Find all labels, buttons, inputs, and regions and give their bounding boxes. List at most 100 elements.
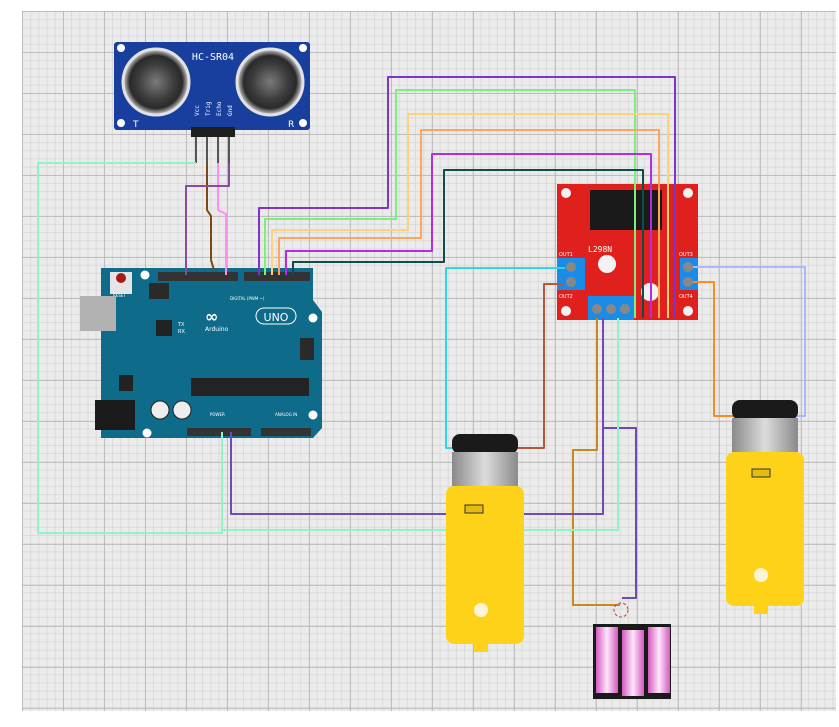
- mount-hole: [683, 188, 693, 198]
- capacitor: [172, 400, 192, 420]
- motor-shaft-icon: [754, 568, 768, 582]
- power-jack: [95, 400, 135, 430]
- motor-shaft-icon: [474, 603, 488, 617]
- motor-right[interactable]: [726, 400, 804, 614]
- icsp-header: [149, 283, 169, 299]
- power-header: [187, 428, 251, 436]
- out3-label: OUT3: [679, 252, 693, 258]
- screw-icon: [566, 262, 576, 272]
- digital-header-lower: [244, 272, 310, 281]
- screw-icon: [566, 277, 576, 287]
- wire-lavender-motor[interactable]: [693, 266, 806, 417]
- mount-hole: [140, 270, 150, 280]
- reset-label: RESET: [113, 293, 126, 298]
- mount-hole: [142, 428, 152, 438]
- wire-orange[interactable]: [278, 129, 660, 318]
- icsp2-header: [300, 338, 314, 360]
- screw-icon: [606, 304, 616, 314]
- digital-label: DIGITAL (PWM ~): [230, 296, 265, 301]
- transmitter-icon: [121, 47, 191, 117]
- wire-echo[interactable]: [217, 163, 227, 275]
- usb-chip: [156, 320, 172, 336]
- mount-hole: [117, 119, 125, 127]
- atmega-chip: [191, 378, 309, 396]
- wire-green[interactable]: [264, 89, 636, 318]
- battery-connector: [613, 602, 629, 618]
- battery-pack[interactable]: [593, 602, 671, 699]
- reset-button-cap: [116, 273, 126, 283]
- motor-gearbox: [446, 486, 524, 644]
- out1-label: OUT1: [559, 252, 573, 258]
- wire-trig[interactable]: [206, 163, 215, 271]
- out2-label: OUT2: [559, 294, 573, 300]
- wires: [37, 76, 806, 606]
- wire-violet-gnd[interactable]: [230, 318, 604, 515]
- rx-label: RX: [178, 329, 185, 335]
- mount-hole: [561, 306, 571, 316]
- mount-hole: [308, 313, 318, 323]
- battery-cell: [648, 627, 670, 693]
- driver-name: L298N: [588, 245, 612, 254]
- regulator: [119, 375, 133, 391]
- screw-icon: [683, 277, 693, 287]
- pin-label-gnd: Gnd: [227, 105, 234, 116]
- motor-can: [732, 418, 798, 452]
- digital-header-upper: [158, 272, 238, 281]
- l298n-driver[interactable]: L298N OUT1 OUT2 OUT3 OUT4: [557, 184, 698, 320]
- out4-label: OUT4: [679, 294, 693, 300]
- pin-label-echo: Echo: [216, 101, 223, 116]
- wire-yellow[interactable]: [271, 113, 669, 318]
- screw-icon: [592, 304, 602, 314]
- wire-vcc-5v[interactable]: [37, 162, 223, 534]
- battery-cell: [596, 627, 618, 693]
- motor-cap: [452, 434, 518, 454]
- motor-cap: [732, 400, 798, 420]
- power-label: POWER: [210, 412, 225, 417]
- capacitor: [150, 400, 170, 420]
- wire-cyan-motor[interactable]: [445, 267, 565, 449]
- motor-can: [452, 452, 518, 486]
- wire-gold-12v[interactable]: [572, 318, 620, 606]
- analog-label: ANALOG IN: [275, 412, 297, 417]
- wire-violet-battery[interactable]: [603, 427, 637, 599]
- uno-badge: [255, 307, 297, 325]
- mount-hole: [299, 44, 307, 52]
- pin-label-trig: Trig: [205, 101, 212, 116]
- motor-tab: [754, 604, 768, 614]
- arduino-uno[interactable]: RESET ∞ UNO Arduino TX RX DIGITAL (PWM ~…: [80, 268, 322, 438]
- motor-gearbox: [726, 452, 804, 606]
- tx-label: TX: [177, 322, 185, 328]
- wire-orange-motor[interactable]: [693, 281, 740, 417]
- wire-gnd-sensor[interactable]: [185, 163, 230, 275]
- motor-left[interactable]: [446, 434, 524, 652]
- wire-teal[interactable]: [292, 169, 644, 318]
- wire-rust-motor[interactable]: [505, 283, 563, 449]
- mount-hole: [561, 188, 571, 198]
- screw-icon: [620, 304, 630, 314]
- sensor-header: [191, 127, 235, 137]
- battery-cell: [622, 630, 644, 696]
- pin-label-vcc: Vcc: [194, 105, 201, 116]
- motor-tab: [474, 642, 488, 652]
- sensor-name: HC-SR04: [192, 52, 234, 63]
- usb-port: [80, 296, 116, 331]
- mount-hole: [299, 119, 307, 127]
- analog-header: [261, 428, 311, 436]
- screw-icon: [683, 262, 693, 272]
- wire-purple[interactable]: [258, 76, 676, 318]
- mount-hole: [117, 44, 125, 52]
- mount-hole: [683, 306, 693, 316]
- arduino-brand: Arduino: [205, 326, 229, 333]
- uno-logo: UNO: [264, 311, 289, 324]
- wire-magenta[interactable]: [285, 153, 652, 318]
- sensor-t-label: T: [132, 120, 139, 130]
- receiver-icon: [235, 47, 305, 117]
- capacitor: [598, 255, 616, 273]
- ultrasonic-sensor[interactable]: HC-SR04 T R Vcc Trig Echo Gnd: [114, 42, 310, 163]
- gearbox-clip: [464, 504, 484, 514]
- sensor-r-label: R: [288, 120, 294, 130]
- mount-hole: [308, 410, 318, 420]
- wire-mint-5v[interactable]: [222, 318, 619, 531]
- gearbox-clip: [751, 468, 771, 478]
